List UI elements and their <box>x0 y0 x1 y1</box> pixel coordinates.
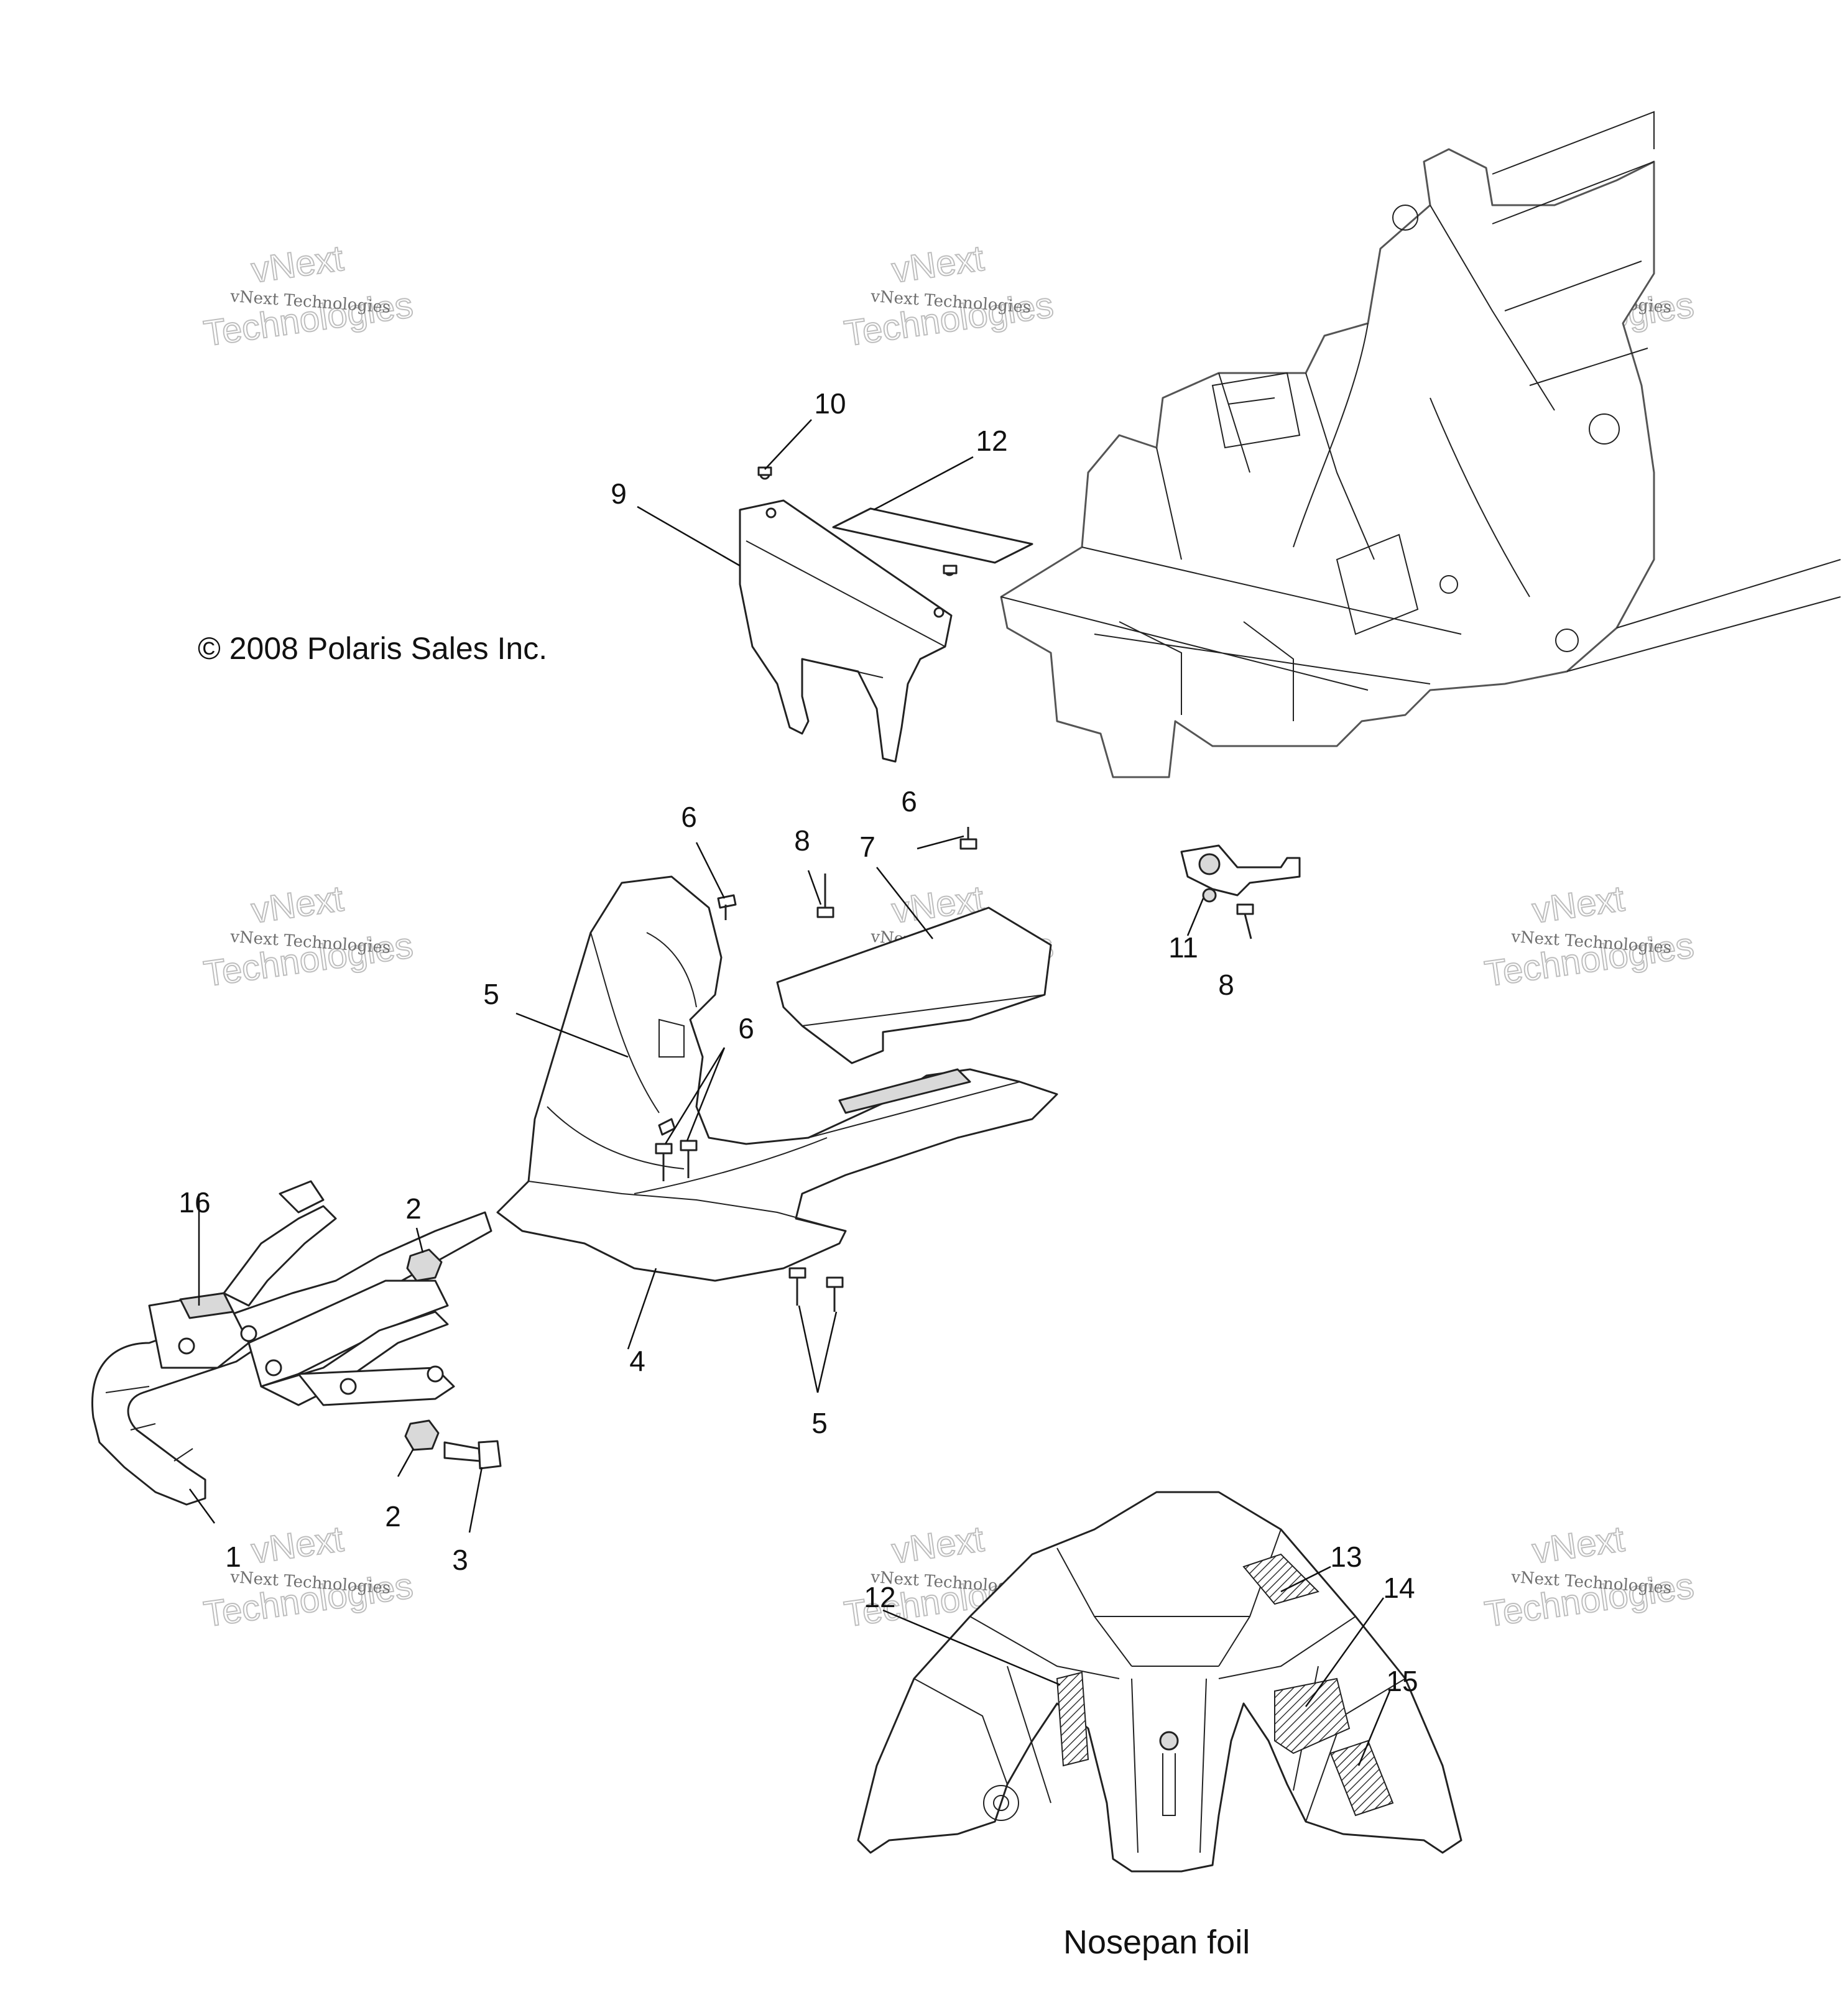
callout-12: 12 <box>976 425 1007 457</box>
callout-labels: 10 12 9 6 8 7 6 11 8 5 6 4 5 16 2 2 3 1 … <box>178 387 1418 1697</box>
part-13-foil-patch <box>1242 1553 1319 1605</box>
chassis-frame <box>1000 111 1841 778</box>
callout-8: 8 <box>794 824 810 857</box>
watermark-big-text: vNext <box>889 1519 986 1572</box>
callout-11: 11 <box>1168 931 1198 964</box>
watermark-big-text: vNext <box>889 238 986 291</box>
callout-10: 10 <box>814 387 846 420</box>
watermark-big-text: vNext <box>249 1519 346 1572</box>
callout-13: 13 <box>1330 1541 1362 1573</box>
part-3-bolt <box>443 1440 502 1470</box>
callout-6: 6 <box>901 785 917 818</box>
callout-6: 6 <box>681 801 697 833</box>
watermark-big-text: vNext <box>1530 878 1627 931</box>
watermark-big-text: vNext <box>249 238 346 291</box>
watermark: vNext Technologies vNext Technologies <box>201 237 416 355</box>
callout-15: 15 <box>1386 1665 1418 1697</box>
watermark: vNext Technologies vNext Technologies <box>1482 878 1697 995</box>
leader-lines <box>188 419 1391 1766</box>
callout-16: 16 <box>178 1186 210 1219</box>
callout-4: 4 <box>629 1345 645 1377</box>
nosepan-foil-caption: Nosepan foil <box>1063 1924 1250 1961</box>
part-11-bracket <box>1180 844 1301 903</box>
callout-14: 14 <box>1383 1572 1415 1604</box>
callout-2: 2 <box>385 1500 401 1533</box>
watermark-big-text: vNext <box>1530 1519 1627 1572</box>
part-2-nut <box>406 1248 443 1282</box>
part-7-deflector <box>776 906 1052 1064</box>
callout-1: 1 <box>225 1541 241 1573</box>
callout-7: 7 <box>859 831 875 863</box>
watermark: vNext Technologies vNext Technologies <box>201 878 416 995</box>
part-2-nut <box>404 1419 440 1451</box>
callout-6: 6 <box>738 1012 754 1044</box>
callout-2: 2 <box>405 1192 422 1225</box>
part-9-panel <box>739 469 955 763</box>
callout-5: 5 <box>483 978 499 1010</box>
callout-5: 5 <box>811 1407 828 1439</box>
callout-8: 8 <box>1218 969 1234 1001</box>
callout-9: 9 <box>611 477 627 510</box>
watermark: vNext Technologies vNext Technologies <box>201 1518 416 1636</box>
callout-12: 12 <box>864 1581 895 1613</box>
part-1-bumper <box>91 1180 492 1506</box>
fasteners <box>655 466 1254 1312</box>
watermark: vNext Technologies vNext Technologies <box>1482 1518 1697 1636</box>
nosepan-foil-view <box>857 1491 1462 1873</box>
part-12-decal <box>832 507 1033 564</box>
callout-3: 3 <box>452 1544 468 1576</box>
part-12-foil-patch <box>1056 1671 1089 1767</box>
watermark: vNext Technologies vNext Technologies <box>841 237 1056 355</box>
copyright-text: © 2008 Polaris Sales Inc. <box>198 631 547 666</box>
part-4-nosepan <box>496 875 1058 1282</box>
part-15-foil-patch <box>1329 1740 1394 1817</box>
watermark-big-text: vNext <box>249 878 346 931</box>
part-14-foil-patch <box>1274 1677 1351 1754</box>
